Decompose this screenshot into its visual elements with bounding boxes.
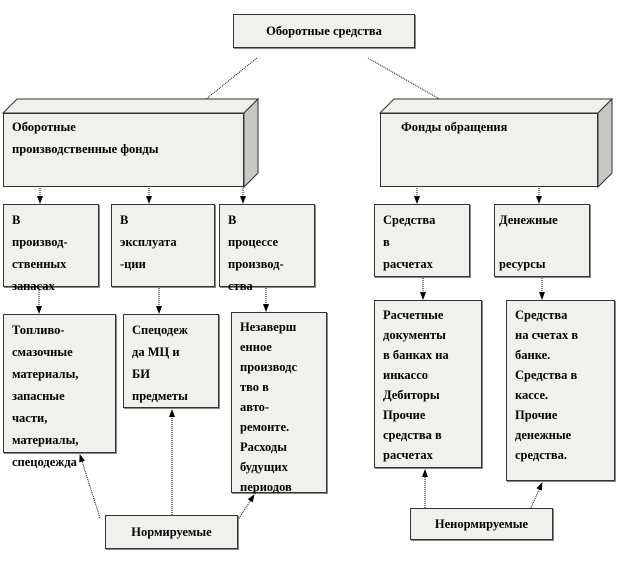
left-group-3d-top bbox=[1, 98, 260, 114]
right-group-3d-side bbox=[597, 97, 613, 189]
root-box: Оборотные средства bbox=[233, 14, 415, 48]
level2-box-stocks: В производ- ственных запасах bbox=[3, 204, 99, 293]
level3-box-wip: Незаверш енное производс тво в авто- рем… bbox=[231, 312, 327, 494]
right-group-box: Фонды обращения bbox=[380, 113, 598, 187]
arrow-unnorm-2 bbox=[529, 482, 543, 511]
arrow-norm-3 bbox=[237, 494, 255, 521]
normed-box: Нормируемые bbox=[105, 515, 238, 549]
level2-box-operation: В эксплуата -ции bbox=[111, 204, 215, 287]
left-group-box: Оборотные производственные фонды bbox=[3, 113, 244, 187]
level3-box-workwear: Спецодеж да МЦ и БИ предметы bbox=[123, 314, 219, 408]
level2-box-cash: Денежные ресурсы bbox=[494, 204, 590, 277]
unnormed-box: Ненормируемые bbox=[410, 508, 553, 540]
level2-box-production: В процессе производ- ства bbox=[219, 204, 315, 293]
level2-box-settlements: Средства в расчетах bbox=[374, 204, 470, 277]
level3-box-settlement-docs: Расчетные документы в банках на инкассо … bbox=[374, 300, 482, 468]
level3-box-cash-funds: Средства на счетах в банке. Средства в к… bbox=[506, 300, 615, 481]
arrow-root-left bbox=[189, 57, 258, 113]
arrow-norm-1 bbox=[79, 454, 101, 519]
left-group-3d-side bbox=[243, 97, 259, 189]
right-group-3d-top bbox=[378, 98, 614, 114]
level3-box-fuel: Топливо- смазочные материалы, запасные ч… bbox=[3, 314, 116, 469]
